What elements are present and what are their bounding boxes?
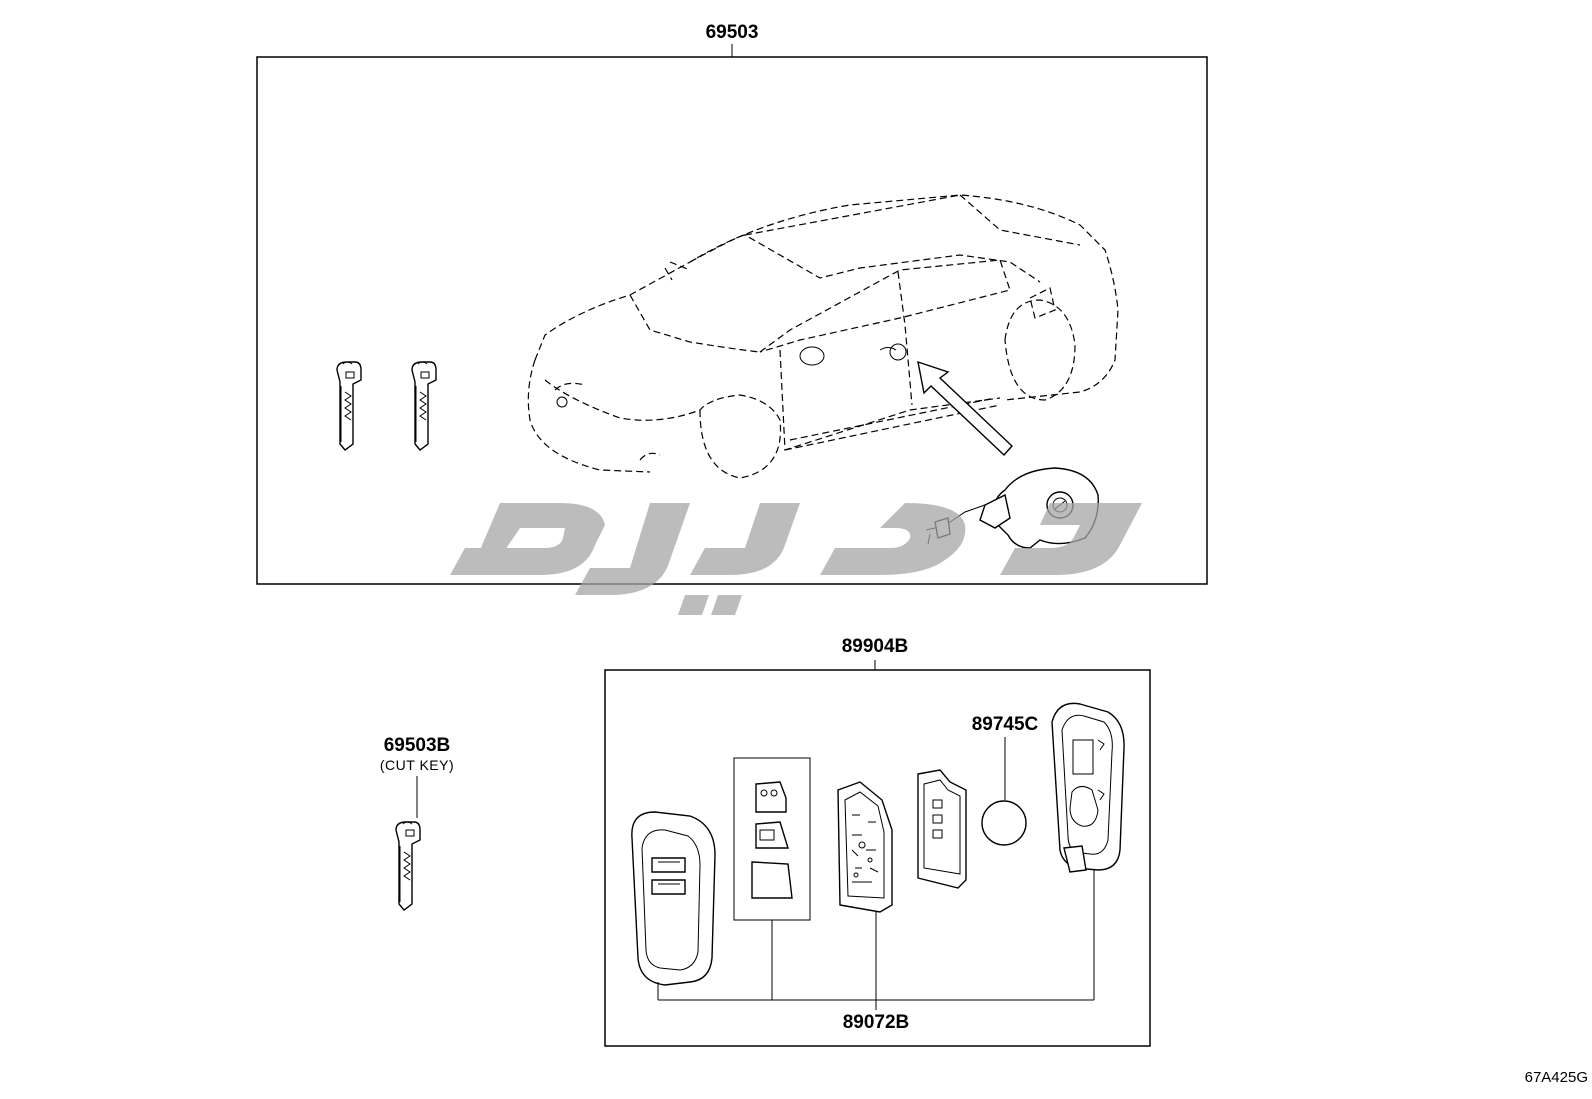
- leader-89072b: 89072B: [658, 999, 1094, 1033]
- circuit-board: [837, 781, 893, 1010]
- label-89072b: 89072B: [843, 1012, 910, 1033]
- kit-box-transmitter: 89904B: [604, 636, 1151, 1047]
- door-lock-cylinder: [925, 467, 1099, 549]
- smart-key-back-shell: [1051, 702, 1125, 1000]
- key-blade-left: [336, 361, 362, 451]
- cut-key-blade: [395, 821, 421, 911]
- car-outline: [527, 194, 1119, 479]
- label-69503b: 69503B: [384, 735, 451, 756]
- smart-key-front-shell: [631, 811, 716, 1000]
- cut-key-group: 69503B (CUT KEY): [380, 735, 454, 911]
- label-cut-key-note: (CUT KEY): [380, 757, 454, 773]
- label-89904b: 89904B: [842, 636, 909, 657]
- door-handle-arrow: [917, 360, 1013, 457]
- label-89745c: 89745C: [972, 714, 1039, 735]
- label-69503: 69503: [706, 22, 759, 43]
- watermark-logo: [450, 503, 1142, 615]
- kit-box-top: 69503: [256, 22, 1208, 585]
- coin-battery: 89745C: [972, 714, 1039, 846]
- key-blade-right: [411, 361, 437, 451]
- button-pad-set: [733, 757, 811, 1000]
- insulator-sheet: [917, 769, 967, 889]
- diagram-code: 67A425G: [1525, 1069, 1588, 1086]
